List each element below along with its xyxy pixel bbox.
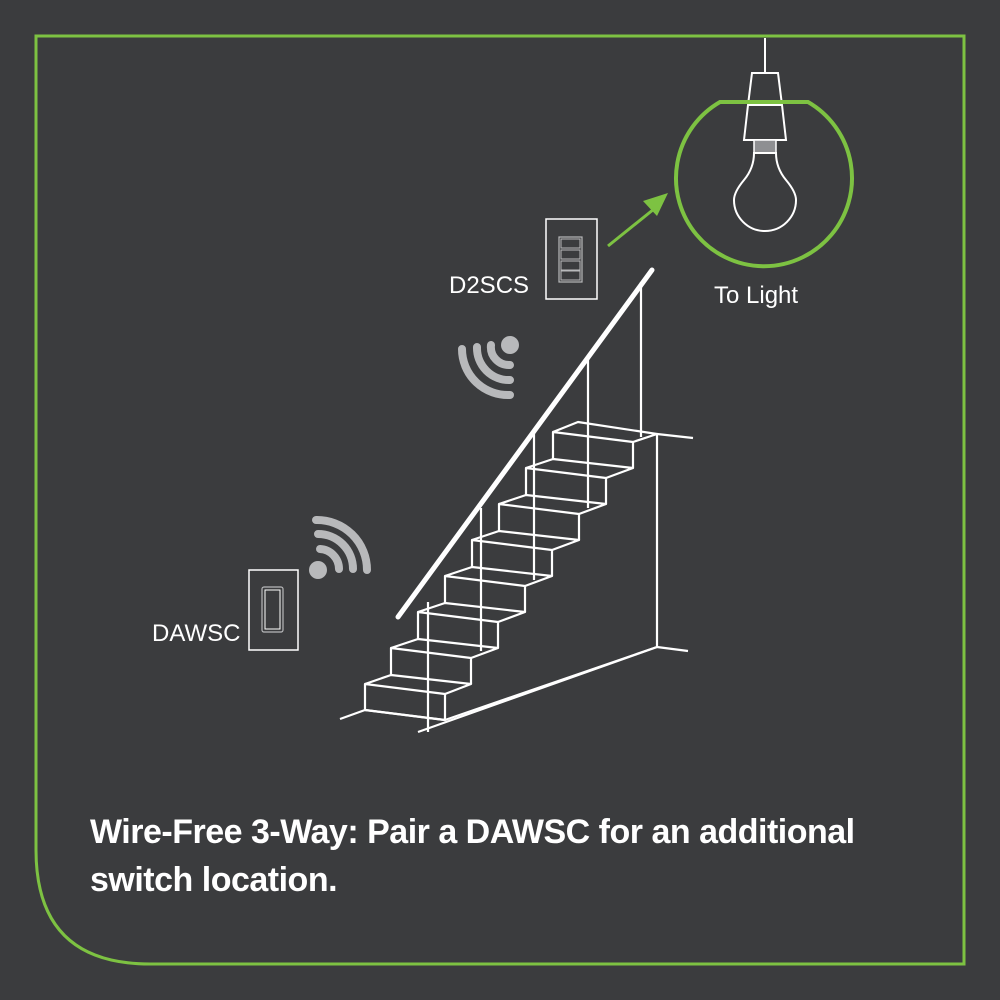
light-label: To Light xyxy=(714,282,799,309)
paddle-switch-icon xyxy=(248,569,299,651)
scene-controller-switch-icon xyxy=(545,218,598,300)
wireless-signal-icon xyxy=(309,515,371,579)
wireless-signal-icon xyxy=(457,336,519,400)
remote-switch-label: DAWSC xyxy=(152,620,241,647)
light-bulb-icon xyxy=(674,38,854,269)
handrail xyxy=(395,267,655,620)
staircase-illustration xyxy=(339,282,694,734)
main-switch-label: D2SCS xyxy=(449,272,530,299)
caption-text: Wire-Free 3-Way: Pair a DAWSC for an add… xyxy=(90,813,855,899)
frame-border xyxy=(34,34,966,966)
arrow-to-light-icon xyxy=(607,193,668,248)
